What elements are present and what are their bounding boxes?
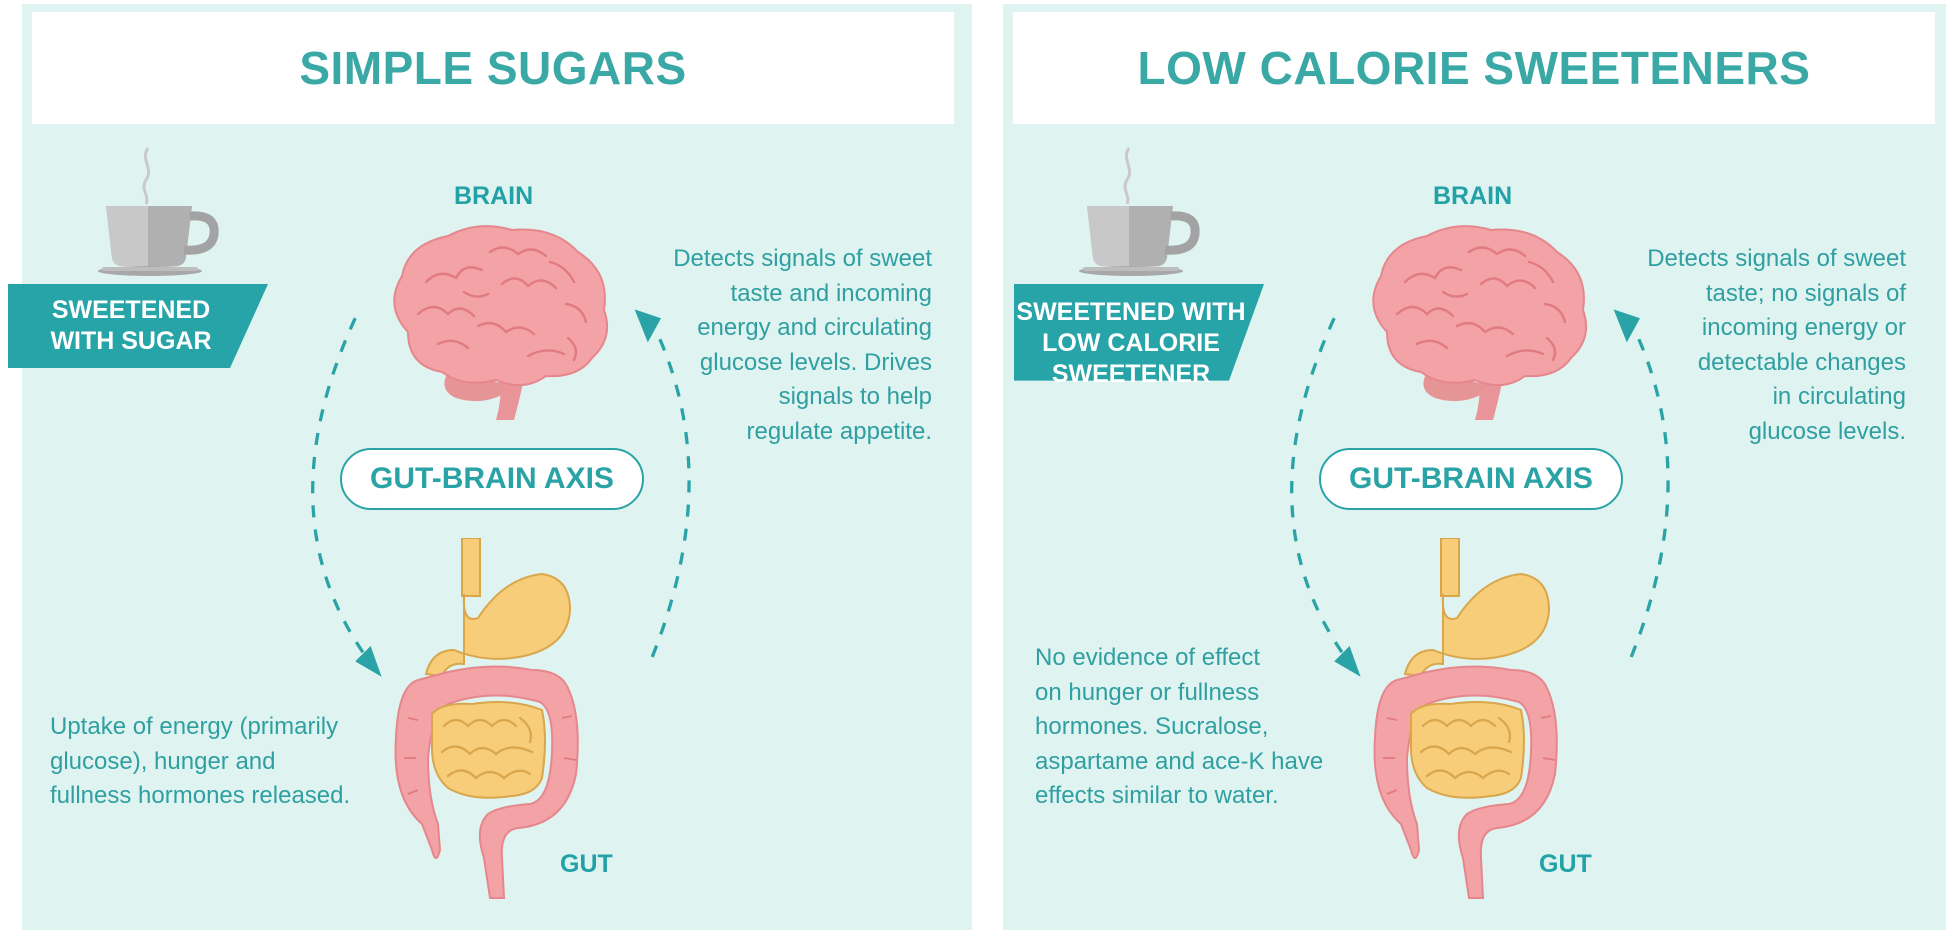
desc-line: taste and incoming (612, 277, 932, 312)
desc-line: glucose), hunger and (50, 745, 390, 780)
gut-brain-axis-label: GUT-BRAIN AXIS (1319, 448, 1623, 510)
desc-line: energy and circulating (612, 311, 932, 346)
desc-line: Detects signals of sweet (612, 242, 932, 277)
banner-line: SWEETENER (1052, 359, 1210, 390)
panel-title: SIMPLE SUGARS (299, 41, 686, 95)
gut-description: No evidence of effect on hunger or fulln… (1035, 641, 1375, 814)
desc-line: on hunger or fullness (1035, 676, 1375, 711)
desc-line: in circulating (1593, 380, 1906, 415)
desc-line: aspartame and ace-K have (1035, 745, 1375, 780)
desc-line: incoming energy or (1593, 311, 1906, 346)
brain-label: BRAIN (454, 182, 533, 211)
desc-line: hormones. Sucralose, (1035, 710, 1375, 745)
coffee-cup-icon (1077, 138, 1207, 278)
gut-brain-axis-label: GUT-BRAIN AXIS (340, 448, 644, 510)
desc-line: effects similar to water. (1035, 779, 1375, 814)
desc-line: fullness hormones released. (50, 779, 390, 814)
desc-line: glucose levels. (1593, 415, 1906, 450)
digestive-system-icon (1371, 538, 1561, 918)
desc-line: Uptake of energy (primarily (50, 710, 390, 745)
brain-description: Detects signals of sweet taste and incom… (612, 242, 932, 449)
digestive-system-icon (392, 538, 582, 918)
simple-sugars-panel: SIMPLE SUGARS SWEETENED WITH SUGAR BRAIN… (22, 4, 972, 930)
desc-line: detectable changes (1593, 346, 1906, 381)
banner-line: SWEETENED (52, 295, 210, 326)
banner-label: SWEETENED WITH LOW CALORIE SWEETENER (989, 288, 1273, 398)
gut-label: GUT (1539, 850, 1592, 879)
desc-line: No evidence of effect (1035, 641, 1375, 676)
low-calorie-sweeteners-panel: LOW CALORIE SWEETENERS SWEETENED WITH LO… (1003, 4, 1946, 930)
coffee-cup-icon (96, 138, 226, 278)
desc-line: signals to help (612, 380, 932, 415)
banner-line: LOW CALORIE (1042, 328, 1220, 359)
brain-label: BRAIN (1433, 182, 1512, 211)
desc-line: Detects signals of sweet (1593, 242, 1906, 277)
banner-label: SWEETENED WITH SUGAR (8, 284, 254, 368)
gut-description: Uptake of energy (primarily glucose), hu… (50, 710, 390, 814)
panel-title: LOW CALORIE SWEETENERS (1138, 41, 1811, 95)
brain-description: Detects signals of sweet taste; no signa… (1593, 242, 1906, 449)
banner-line: WITH SUGAR (50, 326, 211, 357)
panel-title-box: LOW CALORIE SWEETENERS (1013, 12, 1935, 124)
panel-title-box: SIMPLE SUGARS (32, 12, 954, 124)
banner-line: SWEETENED WITH (1016, 297, 1245, 328)
gut-label: GUT (560, 850, 613, 879)
desc-line: regulate appetite. (612, 415, 932, 450)
desc-line: taste; no signals of (1593, 277, 1906, 312)
desc-line: glucose levels. Drives (612, 346, 932, 381)
